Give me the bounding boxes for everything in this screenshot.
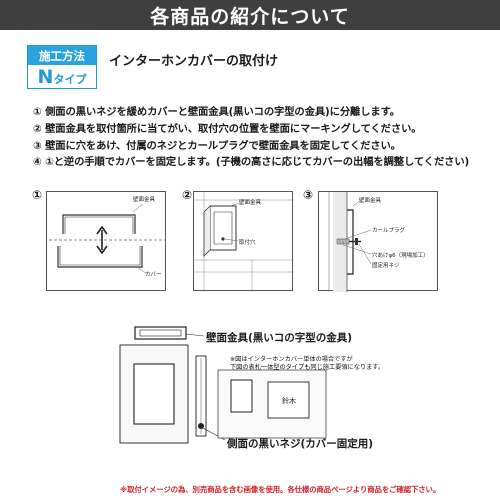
figure-3-hole-label: 穴あけφ6（現場加工） — [372, 253, 429, 259]
figure-3-plug-label: カールプラグ — [372, 228, 406, 234]
method-type: N タイプ — [28, 65, 96, 88]
figure-3-bracket-label: 壁面金具 — [359, 198, 382, 204]
figure-2-drawing — [194, 192, 294, 292]
install-method-badge: 施工方法 N タイプ — [27, 45, 97, 89]
method-type-letter: N — [37, 66, 54, 88]
figure-1: 壁面金具 カバー — [46, 191, 166, 291]
step-1: ① 側面の黒いネジを緩めカバーと壁面金具(黒いコの字型の金具)に分離します。 — [33, 106, 400, 118]
method-label: 施工方法 — [28, 46, 96, 65]
figure-2: 壁面金具 取付穴 — [193, 191, 294, 292]
step-4: ④ ①と逆の手順でカバーを固定します。(子機の高さに応じてカバーの出幅を調整して… — [33, 156, 470, 169]
figure-3-number: ③ — [303, 188, 314, 202]
product-screw-label: 側面の黒いネジ(カバー固定用) — [227, 438, 374, 450]
nameplate-text: 鈴木 — [282, 397, 296, 405]
footer-disclaimer: ※取付イメージの為、別売商品を含む画像を使用。各仕様の商品ページより商品をご確認… — [120, 485, 441, 494]
instruction-steps: ① 側面の黒いネジを緩めカバーと壁面金具(黒いコの字型の金具)に分離します。 ②… — [33, 104, 493, 171]
figure-1-cover-label: カバー — [145, 272, 162, 278]
step-3: ③ 壁面に穴をあけ、付属のネジとカールプラグで壁面金具を固定してください。 — [33, 139, 401, 152]
product-bracket-label: 壁面金具(黒いコの字型の金具) — [206, 332, 353, 344]
product-note-line-2: 下図の表札一体型のタイプも同じ施工要領になります。 — [230, 364, 385, 371]
step-2: ② 壁面金具を取付箇所に当てがい、取付穴の位置を壁面にマーキングしてください。 — [33, 122, 422, 135]
header-banner: 各商品の紹介について — [0, 0, 500, 30]
figure-3: 壁面金具 カールプラグ 穴あけφ6（現場加工） 固定用ネジ — [318, 191, 438, 292]
page-title: インターホンカバーの取付け — [109, 54, 279, 69]
figure-2-hole-label: 取付穴 — [239, 240, 256, 246]
figure-1-bracket-label: 壁面金具 — [133, 197, 156, 203]
product-note-line-1: ※図はインターホンカバー単体の場合ですが — [230, 356, 353, 363]
figure-3-drawing — [328, 192, 372, 292]
banner-title: 各商品の紹介について — [150, 5, 350, 28]
figure-1-drawing — [49, 203, 165, 275]
figure-1-number: ① — [32, 188, 43, 202]
figure-3-screw-label: 固定用ネジ — [372, 263, 400, 269]
method-type-suffix: タイプ — [53, 73, 87, 86]
figure-2-bracket-label: 壁面金具 — [239, 200, 262, 206]
figure-2-number: ② — [182, 188, 193, 202]
